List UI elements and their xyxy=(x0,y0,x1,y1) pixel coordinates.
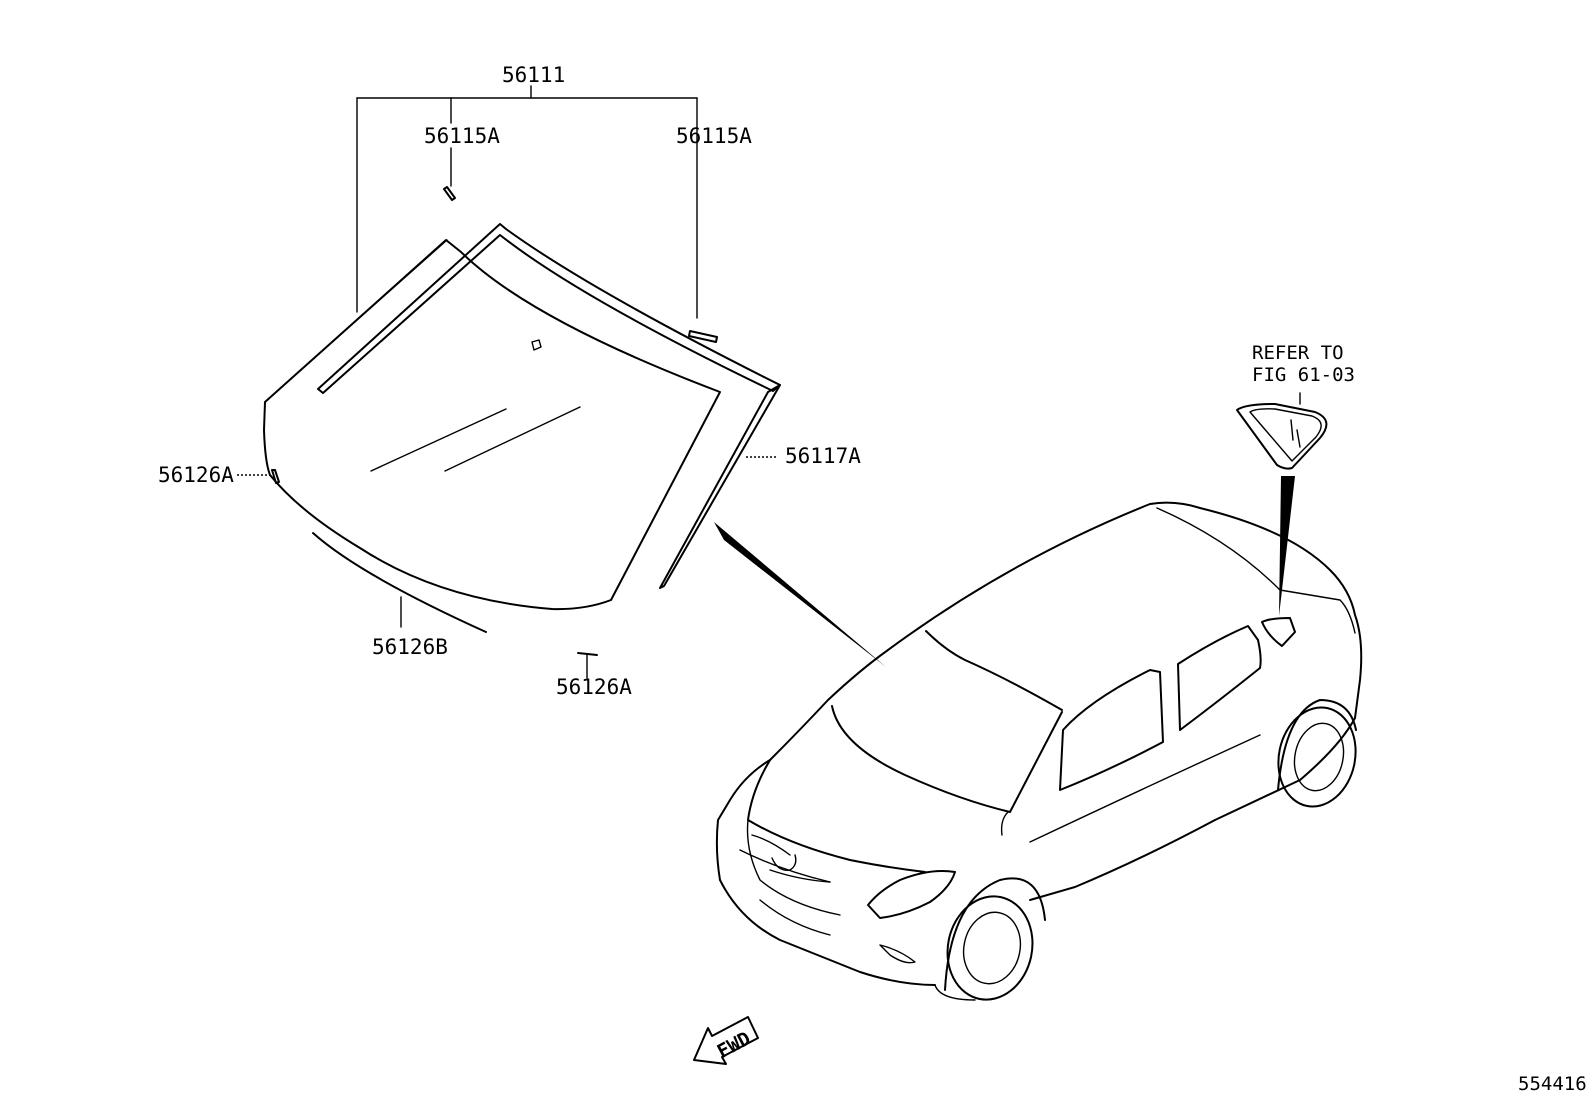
vehicle-illustration xyxy=(715,501,1363,1001)
label-56126a-left: 56126A xyxy=(158,463,234,487)
windshield-pointer xyxy=(714,522,886,667)
label-56115a-left: 56115A xyxy=(424,124,500,148)
label-56117a: 56117A xyxy=(785,444,861,468)
spacer-bottom xyxy=(577,652,598,679)
upper-molding-strip xyxy=(317,223,781,394)
lower-seal xyxy=(312,532,487,633)
label-refer-line2: FIG 61-03 xyxy=(1252,364,1355,386)
label-56126b: 56126B xyxy=(372,635,448,659)
windshield-glass xyxy=(263,239,721,611)
label-56115a-right: 56115A xyxy=(676,124,752,148)
side-molding xyxy=(659,384,781,589)
spacer-left xyxy=(237,469,280,484)
assembly-leader xyxy=(356,85,698,319)
label-refer-line1: REFER TO xyxy=(1252,342,1344,364)
clip-right xyxy=(688,330,718,343)
clip-upper xyxy=(443,186,456,201)
quarter-glass xyxy=(1236,392,1328,616)
label-56111: 56111 xyxy=(502,63,565,87)
label-56126a-bottom: 56126A xyxy=(556,675,632,699)
figure-number: 554416 xyxy=(1518,1073,1587,1095)
fwd-arrow-icon: FWD xyxy=(693,1016,759,1065)
